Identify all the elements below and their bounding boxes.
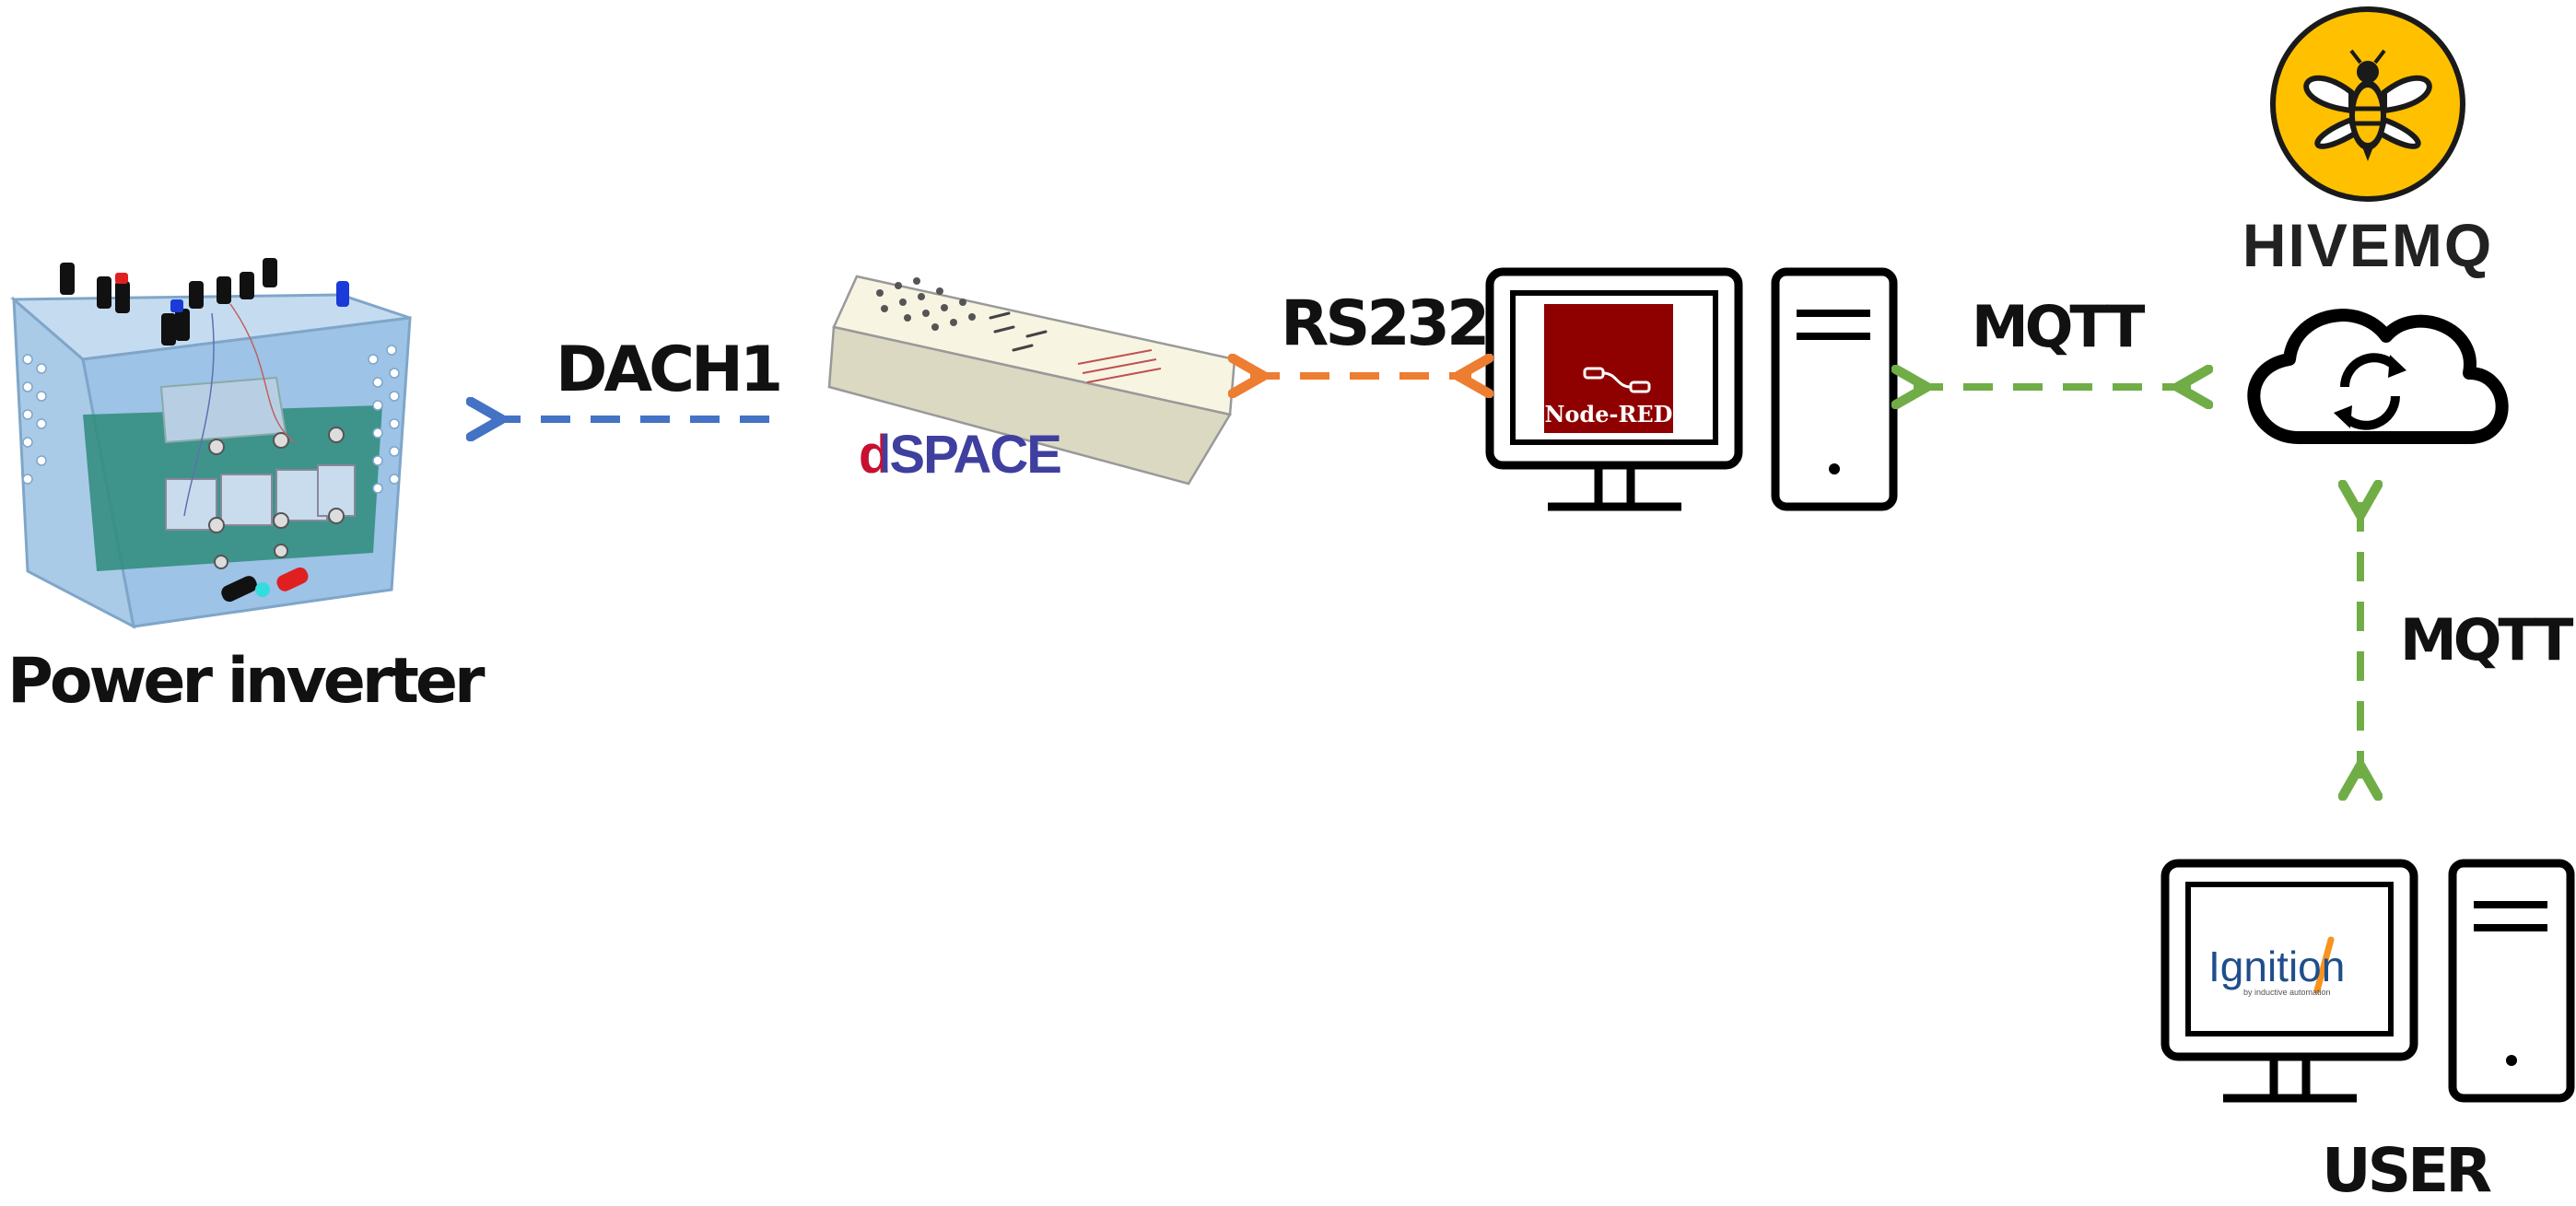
hivemq-logo: HIVEMQ — [2242, 211, 2494, 279]
node-red-label: Node-RED — [1544, 401, 1673, 427]
ignition-logo-text: Ignition — [2208, 943, 2346, 990]
user-label: USER — [2322, 1135, 2492, 1206]
mqtt-horizontal-label: MQTT — [1972, 293, 2145, 360]
dach1-label: DACH1 — [556, 334, 783, 406]
mqtt-vertical-label: MQTT — [2400, 606, 2573, 673]
power-inverter-icon — [10, 258, 412, 629]
hivemq-bee-icon — [2270, 6, 2465, 202]
node-red-logo — [1544, 304, 1673, 433]
rs232-label: RS232 — [1281, 287, 1490, 360]
node-red-computer — [1485, 267, 1898, 511]
ignition-tagline: by inductive automation — [2243, 988, 2331, 997]
cloud-sync-icon — [2247, 309, 2509, 444]
ignition-logo — [2313, 936, 2335, 994]
dspace-logo: dSPACE — [859, 425, 1062, 485]
tower-icon — [1771, 267, 1898, 511]
user-computer — [2160, 859, 2575, 1103]
tower-icon — [2448, 859, 2575, 1103]
dspace-logo-d: d — [859, 425, 883, 481]
dspace-device-icon — [827, 275, 1236, 486]
monitor-icon — [2160, 859, 2418, 1103]
power-inverter-label: Power inverter — [7, 645, 486, 718]
